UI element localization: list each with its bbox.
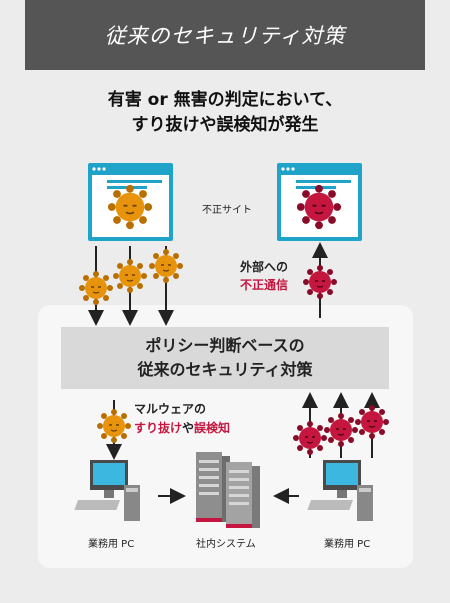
server-label: 社内システム bbox=[196, 539, 256, 550]
false-detection-text: 誤検知 bbox=[194, 421, 231, 435]
browser-window-left-icon bbox=[88, 163, 173, 241]
fraud-site-label: 不正サイト bbox=[202, 205, 252, 216]
outbound-label-line2: 不正通信 bbox=[240, 278, 289, 292]
outbound-label-line1: 外部への bbox=[240, 260, 289, 274]
left-pc-icon bbox=[74, 460, 140, 521]
malware-note-line1: マルウェアの bbox=[134, 402, 207, 416]
right-pc-icon bbox=[307, 460, 373, 521]
header-title: 従来のセキュリティ対策 bbox=[25, 0, 425, 70]
right-pc-label: 業務用 PC bbox=[324, 539, 371, 550]
slip-through-text: すり抜け bbox=[134, 421, 183, 435]
subtitle-line2: すり抜けや誤検知が発生 bbox=[131, 115, 319, 135]
subtitle-line1: 有害 or 無害の判定において、 bbox=[107, 90, 343, 110]
server-icon bbox=[196, 452, 260, 528]
browser-window-right-icon bbox=[277, 163, 362, 241]
policy-box: ポリシー判断ベースの 従来のセキュリティ対策 bbox=[61, 327, 389, 389]
malware-note-line2: すり抜けや誤検知 bbox=[134, 419, 230, 437]
left-pc-label: 業務用 PC bbox=[88, 539, 135, 550]
policy-line2: 従来のセキュリティ対策 bbox=[137, 360, 313, 379]
policy-line1: ポリシー判断ベースの bbox=[145, 336, 305, 355]
conjunction-text: や bbox=[182, 421, 195, 435]
